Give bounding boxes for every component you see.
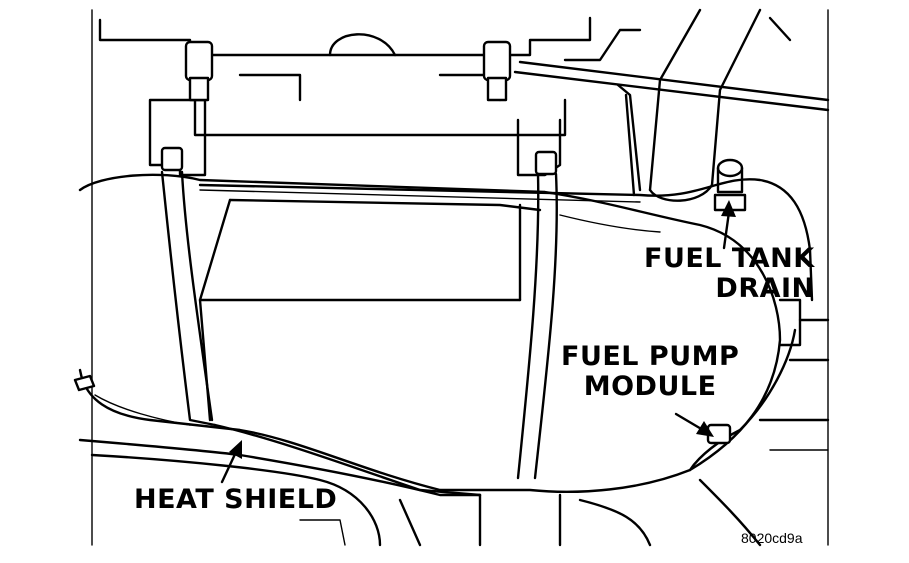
- fuel-tank-drain-label-line2: DRAIN: [715, 273, 815, 304]
- lower-frame: [90, 453, 652, 547]
- left-bolt: [73, 374, 96, 392]
- fuel-tank-drain-label-line1: FUEL TANK: [644, 243, 815, 274]
- fuel-pump-module-label: FUEL PUMP MODULE: [561, 342, 739, 402]
- fuel-tank-drain-arrow: [721, 200, 736, 250]
- heat-shield-arrow: [220, 440, 242, 484]
- filler-pipe: [616, 8, 792, 202]
- fuel-tank-drain-fitting: [713, 158, 747, 212]
- fuel-line-top: [198, 178, 814, 302]
- fuel-pump-module: [688, 298, 830, 547]
- fuel-pump-module-label-line1: FUEL PUMP: [561, 341, 740, 372]
- fuel-pump-module-arrow: [674, 412, 714, 437]
- tank-straps: [160, 170, 558, 480]
- mounting-studs: [160, 40, 558, 176]
- heat-shield-label-text: HEAT SHIELD: [134, 484, 338, 515]
- heat-shield-edge: [78, 394, 482, 497]
- figure-id: 8020cd9a: [741, 530, 803, 546]
- fuel-pump-module-label-line2: MODULE: [583, 371, 717, 402]
- fuel-line-top-inner: [199, 189, 641, 203]
- fuel-tank-drain-label: FUEL TANK DRAIN: [644, 244, 815, 304]
- heat-shield-label: HEAT SHIELD: [134, 485, 337, 515]
- upper-frame-structure: [98, 16, 830, 177]
